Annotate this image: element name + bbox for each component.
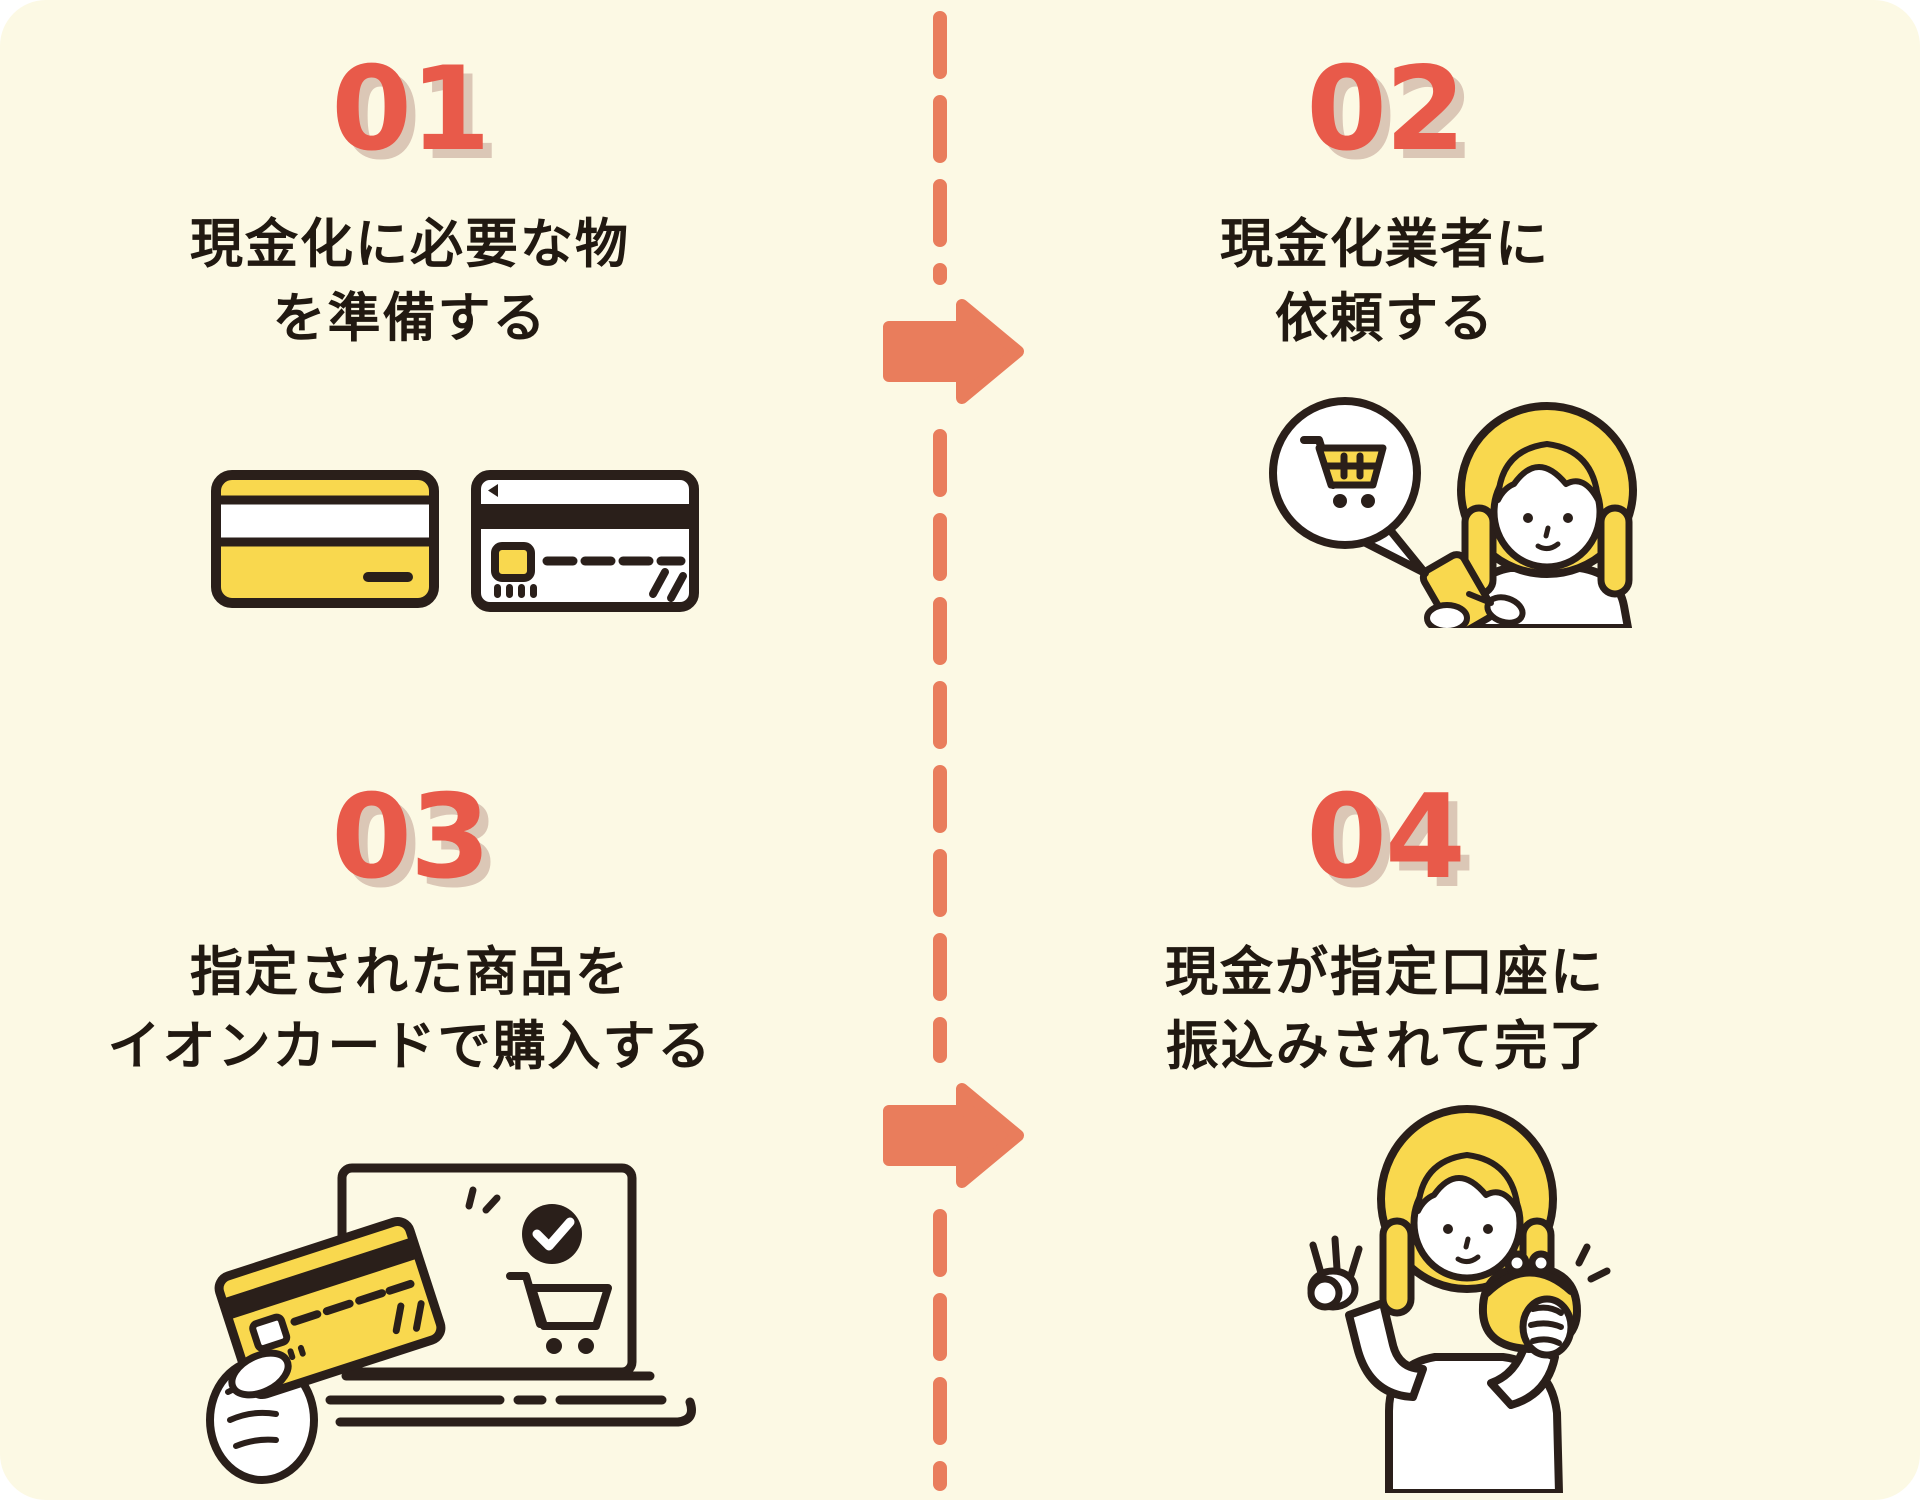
step-title-line2: イオンカードで購入する: [107, 1016, 713, 1077]
step-number: 01: [331, 42, 490, 177]
woman-coin-purse-ok-icon: [1307, 1105, 1611, 1493]
step-04: 04 現金が指定口座に 振込みされて完了: [1060, 780, 1710, 1084]
step-number: 03: [331, 770, 490, 905]
step-title: 指定された商品を イオンカードで購入する: [85, 936, 735, 1084]
step-number: 04: [1306, 770, 1465, 905]
step-title-line1: 現金化業者に: [1220, 214, 1550, 275]
step-number: 02: [1306, 42, 1465, 177]
step-title-line2: を準備する: [272, 288, 548, 349]
step-02: 02 現金化業者に 依頼する: [1060, 52, 1710, 356]
step-title: 現金が指定口座に 振込みされて完了: [1060, 936, 1710, 1084]
step-03: 03 指定された商品を イオンカードで購入する: [85, 780, 735, 1084]
credit-cards-illustration: [211, 470, 699, 612]
cart-icon: [506, 1272, 612, 1354]
yellow-card-icon: [211, 470, 439, 608]
step-title: 現金化業者に 依頼する: [1060, 208, 1710, 356]
step-01: 01 現金化に必要な物 を準備する: [85, 52, 735, 356]
step-title: 現金化に必要な物 を準備する: [85, 208, 735, 356]
purchase-scene-illustration: [206, 1163, 696, 1484]
step-title-line1: 現金が指定口座に: [1165, 942, 1605, 1003]
request-scene-illustration: [1269, 397, 1637, 628]
sparkle-icon: [465, 1186, 501, 1214]
hand-yellow-card-icon: [206, 1217, 446, 1484]
complete-scene-illustration: [1307, 1105, 1611, 1493]
checkmark-icon: [522, 1204, 582, 1264]
woman-smartphone-icon: [1419, 402, 1637, 628]
step-title-line1: 指定された商品を: [190, 942, 630, 1003]
speech-bubble-cart-icon: [1269, 397, 1429, 577]
step-title-line1: 現金化に必要な物: [190, 214, 630, 275]
white-card-icon: [471, 470, 699, 612]
step-title-line2: 依頼する: [1275, 288, 1495, 349]
step-title-line2: 振込みされて完了: [1165, 1016, 1605, 1077]
